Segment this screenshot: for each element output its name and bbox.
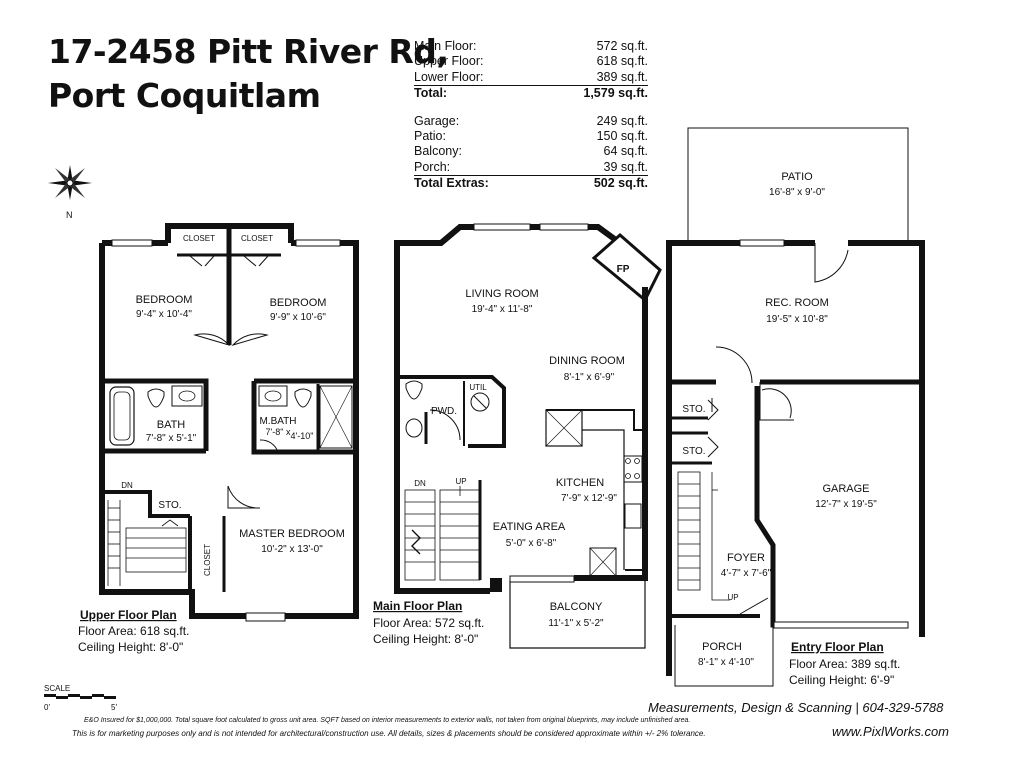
room-label: DINING ROOM <box>549 355 625 367</box>
plan-area: Floor Area: 389 sq.ft. <box>789 657 900 671</box>
room-dimension: 9'-4" x 10'-4" <box>136 309 192 320</box>
room-label: LIVING ROOM <box>465 288 538 300</box>
room-label: CLOSET <box>203 544 212 576</box>
stair-label: UP <box>455 477 466 486</box>
room-label: EATING AREA <box>493 521 566 533</box>
room-dimension: 4'-10" <box>291 431 314 441</box>
room-dimension: 9'-9" x 10'-6" <box>270 312 326 323</box>
scale-label: SCALE <box>44 684 70 693</box>
room-dimension: 7'-9" x 12'-9" <box>561 493 617 504</box>
room-dimension: 11'-1" x 5'-2" <box>548 618 604 629</box>
area-row-total: Total:1,579 sq.ft. <box>414 85 648 101</box>
disclaimer-line2: This is for marketing purposes only and … <box>72 729 706 738</box>
upper-plan-caption: Upper Floor Plan Floor Area: 618 sq.ft. … <box>78 608 189 654</box>
room-label: STO. <box>158 500 181 511</box>
plan-area: Floor Area: 618 sq.ft. <box>78 624 189 638</box>
room-label: CLOSET <box>183 234 215 243</box>
compass-north-label: N <box>66 210 73 220</box>
address-line2: Port Coquitlam <box>48 76 321 115</box>
area-row-lower: Lower Floor:389 sq.ft. <box>414 69 648 84</box>
compass-icon: N <box>48 165 92 220</box>
plan-ceiling: Ceiling Height: 8'-0" <box>373 632 478 646</box>
room-label: REC. ROOM <box>765 297 829 309</box>
room-dimension: 10'-2" x 13'-0" <box>261 544 323 555</box>
area-summary: Main Floor:572 sq.ft. Upper Floor:618 sq… <box>414 39 648 192</box>
fireplace-label: FP <box>617 264 630 275</box>
area-row-upper: Upper Floor:618 sq.ft. <box>414 54 648 69</box>
room-label: FOYER <box>727 552 765 564</box>
entry-floor-plan <box>666 127 925 687</box>
main-plan-caption: Main Floor Plan Floor Area: 572 sq.ft. C… <box>373 599 484 646</box>
plan-area: Floor Area: 572 sq.ft. <box>373 616 484 630</box>
room-dimension: 8'-1" x 4'-10" <box>698 657 754 668</box>
extra-row-balcony: Balcony:64 sq.ft. <box>414 144 648 159</box>
stair-label: UP <box>727 593 738 602</box>
area-row-main: Main Floor:572 sq.ft. <box>414 39 648 53</box>
stair-label: DN <box>414 479 426 488</box>
website-link[interactable]: www.PixlWorks.com <box>832 724 950 739</box>
room-dimension: 5'-0" x 6'-8" <box>506 538 557 549</box>
extra-row-patio: Patio:150 sq.ft. <box>414 129 648 144</box>
room-label: UTIL <box>469 383 487 392</box>
room-label: BATH <box>157 419 186 431</box>
plan-title: Upper Floor Plan <box>80 608 177 622</box>
entry-floor-labels: PATIO 16'-8" x 9'-0" REC. ROOM 19'-5" x … <box>682 171 877 668</box>
room-label: BALCONY <box>550 601 603 613</box>
upper-floor-plan <box>99 223 359 622</box>
upper-floor-labels: CLOSET CLOSET BEDROOM 9'-4" x 10'-4" BED… <box>121 234 345 576</box>
room-label: PWD. <box>431 406 457 417</box>
room-label: STO. <box>682 404 705 415</box>
room-label: CLOSET <box>241 234 273 243</box>
scale-end: 5' <box>111 703 117 712</box>
plan-ceiling: Ceiling Height: 8'-0" <box>78 640 183 654</box>
disclaimer-line1: E&O Insured for $1,000,000. Total square… <box>84 717 691 724</box>
room-label: MASTER BEDROOM <box>239 528 345 540</box>
room-label: PORCH <box>702 641 742 653</box>
room-label: KITCHEN <box>556 477 604 489</box>
room-dimension: 7'-8" x 5'-1" <box>146 433 197 444</box>
plan-ceiling: Ceiling Height: 6'-9" <box>789 673 894 687</box>
extra-row-garage: Garage:249 sq.ft. <box>414 113 648 128</box>
scale-start: 0' <box>44 703 50 712</box>
credit-line: Measurements, Design & Scanning | 604-32… <box>648 700 944 715</box>
property-address: 17-2458 Pitt River Rd, Port Coquitlam <box>48 30 449 118</box>
room-dimension: 8'-1" x 6'-9" <box>564 372 615 383</box>
room-label: BEDROOM <box>136 294 193 306</box>
room-label: STO. <box>682 446 705 457</box>
scale-bar: SCALE 0' 5' <box>44 684 117 712</box>
main-floor-plan <box>394 223 662 649</box>
room-label: GARAGE <box>822 483 869 495</box>
room-dimension: 7'-8" x <box>266 427 291 437</box>
room-dimension: 19'-5" x 10'-8" <box>766 314 828 325</box>
room-dimension: 16'-8" x 9'-0" <box>769 187 825 198</box>
room-dimension: 19'-4" x 11'-8" <box>472 304 533 315</box>
room-dimension: 12'-7" x 19'-5" <box>815 499 877 510</box>
room-dimension: 4'-7" x 7'-6" <box>721 568 772 579</box>
plan-title: Main Floor Plan <box>373 599 462 613</box>
extra-row-total: Total Extras:502 sq.ft. <box>414 175 648 191</box>
plan-title: Entry Floor Plan <box>791 640 884 654</box>
room-label: M.BATH <box>259 416 296 427</box>
address-line1: 17-2458 Pitt River Rd, <box>48 32 449 71</box>
room-label: BEDROOM <box>270 297 327 309</box>
room-label: PATIO <box>781 171 813 183</box>
main-floor-labels: FP LIVING ROOM 19'-4" x 11'-8" DINING RO… <box>414 264 629 629</box>
extra-row-porch: Porch:39 sq.ft. <box>414 159 648 174</box>
stair-label: DN <box>121 481 133 490</box>
entry-plan-caption: Entry Floor Plan Floor Area: 389 sq.ft. … <box>789 640 900 687</box>
